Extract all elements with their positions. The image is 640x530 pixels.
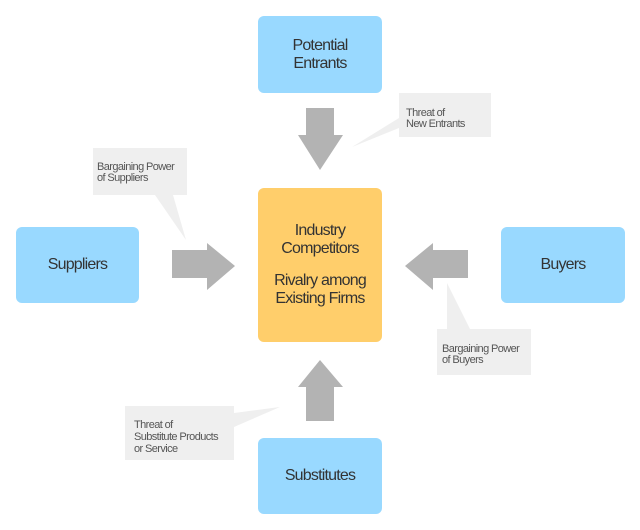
callout-line: of Suppliers — [97, 172, 148, 184]
callout-line: Threat of — [406, 107, 445, 119]
potential-entrants-box: Potential Entrants — [258, 16, 382, 93]
callout-buyers: Bargaining Power of Buyers — [442, 343, 520, 366]
arrow-up-icon — [298, 360, 343, 421]
center-subtitle-line2: Existing Firms — [275, 290, 365, 307]
callout-line: Threat of — [134, 419, 173, 431]
potential-entrants-line1: Potential — [292, 36, 348, 54]
callout-suppliers: Bargaining Power of Suppliers — [97, 161, 175, 184]
center-subtitle-line1: Rivalry among — [274, 272, 367, 289]
callout-substitutes: Threat of Substitute Products or Service — [134, 419, 219, 455]
callout-substitutes-shape — [125, 406, 280, 460]
potential-entrants-line2: Entrants — [293, 54, 347, 72]
industry-competitors-box: Industry Competitors Rivalry among Exist… — [258, 188, 382, 342]
buyers-box: Buyers — [501, 227, 625, 303]
callout-line: of Buyers — [442, 354, 484, 366]
arrow-down-icon — [298, 108, 343, 170]
callout-line: Bargaining Power — [97, 161, 175, 173]
arrow-left-icon — [405, 243, 468, 290]
callout-suppliers-shape — [93, 148, 187, 240]
callout-line: or Service — [134, 443, 178, 455]
callout-buyers-shape — [437, 283, 531, 375]
callout-line: Substitute Products — [134, 431, 219, 443]
arrow-right-icon — [172, 243, 235, 290]
substitutes-box: Substitutes — [258, 438, 382, 514]
suppliers-box: Suppliers — [16, 227, 139, 303]
suppliers-label: Suppliers — [47, 256, 108, 273]
center-title-line2: Competitors — [281, 240, 359, 257]
callout-new-entrants-shape — [352, 93, 491, 147]
callout-line: New Entrants — [406, 118, 465, 130]
center-title-line1: Industry — [294, 222, 346, 239]
substitutes-label: Substitutes — [284, 467, 356, 484]
callout-line: Bargaining Power — [442, 343, 520, 355]
buyers-label: Buyers — [540, 256, 587, 273]
callout-new-entrants: Threat of New Entrants — [406, 108, 465, 130]
